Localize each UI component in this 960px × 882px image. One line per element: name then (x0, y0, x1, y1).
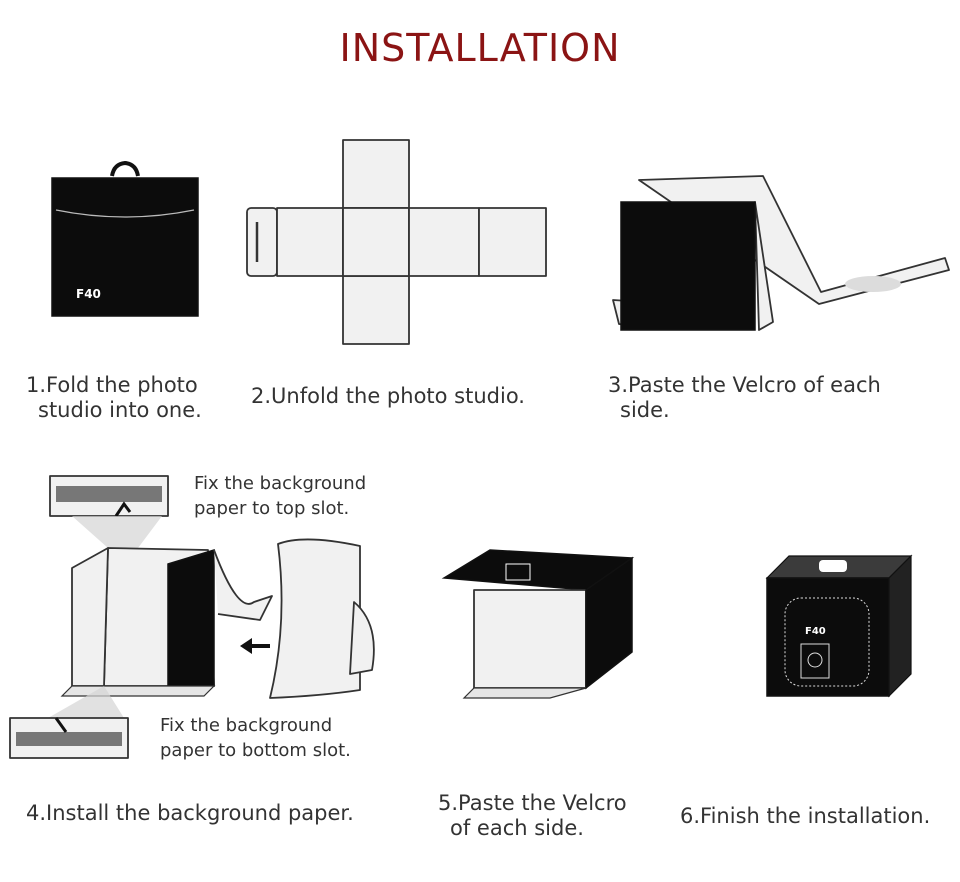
page-title: INSTALLATION (339, 26, 621, 70)
velcro-sides-step-illustration (441, 549, 635, 699)
step-6-caption: 6.Finish the installation. (680, 804, 931, 828)
bag-label: F40 (76, 287, 101, 301)
box-label: F40 (805, 626, 826, 637)
step-4-caption: 4.Install the background paper. (26, 801, 354, 825)
unfolded-studio-illustration (246, 139, 547, 345)
finished-studio-illustration: F40 (765, 554, 913, 698)
background-paper-step-illustration (9, 475, 375, 759)
velcro-step-illustration (612, 175, 950, 331)
folded-studio-illustration: F40 (51, 160, 199, 317)
step-2-caption: 2.Unfold the photo studio. (251, 384, 525, 408)
